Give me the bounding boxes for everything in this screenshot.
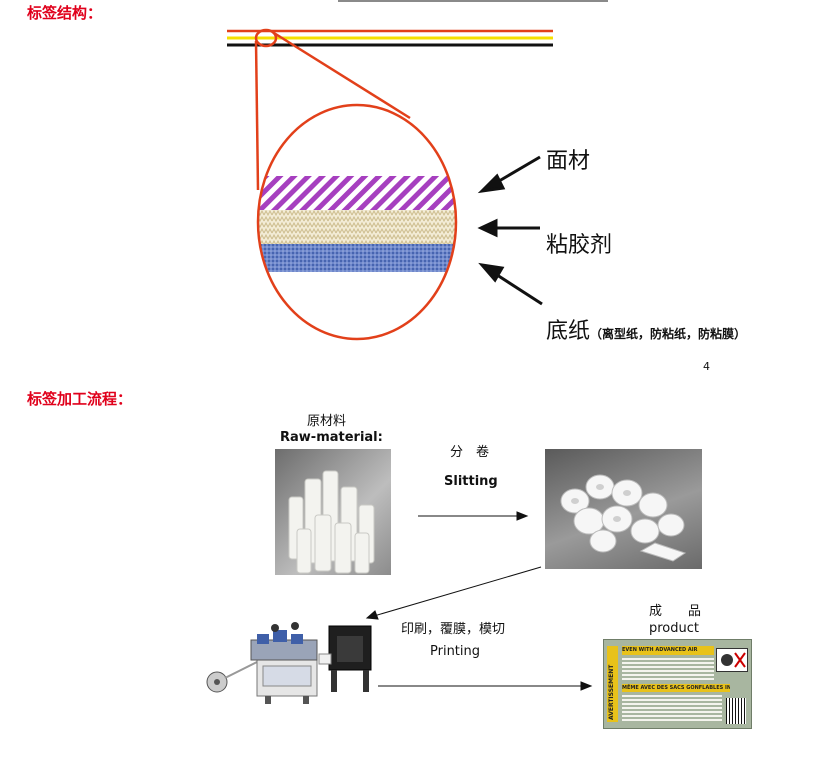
raw-material-en: Raw-material: [280, 430, 383, 445]
label-header-2: MÊME AVEC DES SACS GONFLABLES INTELLIGEN… [622, 684, 730, 692]
slitting-en: Slitting [444, 474, 498, 489]
top-image-strip [338, 0, 608, 2]
page-number: 4 [703, 360, 710, 373]
zoom-circle-large [256, 103, 458, 341]
raw-material-image [275, 449, 391, 575]
label-side-text: AVERTISSEMENT [608, 664, 615, 720]
zoom-circle-small [254, 28, 278, 48]
label-pictogram [716, 648, 748, 672]
raw-material-cn: 原材料 [307, 414, 347, 429]
label-backing-main: 底纸 [546, 319, 591, 344]
label-backing-note: （离型纸，防粘纸，防粘膜） [590, 327, 747, 341]
slitting-image [545, 449, 702, 569]
printing-cn: 印刷，覆膜，模切 [401, 622, 506, 637]
label-face-material: 面材 [546, 149, 591, 174]
product-cn: 成 品 [649, 604, 702, 619]
section-title-process: 标签加工流程： [27, 390, 133, 408]
product-label-image: AVERTISSEMENT EVEN WITH ADVANCED AIR BAG… [603, 639, 752, 729]
face-material-band [258, 176, 456, 210]
section-title-structure: 标签结构： [27, 4, 103, 22]
printing-machine-image [205, 618, 375, 706]
label-text-lines-2 [622, 695, 722, 723]
backing-paper-band [258, 244, 456, 272]
label-side-strip: AVERTISSEMENT [607, 646, 618, 722]
label-backing: 底纸（离型纸，防粘纸，防粘膜） [546, 313, 746, 345]
product-en: product [649, 621, 700, 636]
adhesive-band [258, 210, 456, 244]
pointer-arrows [477, 155, 543, 306]
zoom-connector-left [254, 40, 260, 191]
label-text-lines [622, 658, 714, 682]
printing-en: Printing [430, 644, 481, 659]
label-header: EVEN WITH ADVANCED AIR BAGS [622, 646, 714, 655]
zoom-connector-right [273, 31, 411, 120]
label-adhesive: 粘胶剂 [546, 233, 613, 258]
label-barcode [726, 698, 746, 724]
layer-bands [258, 176, 456, 272]
slitting-cn: 分 卷 [450, 445, 490, 460]
